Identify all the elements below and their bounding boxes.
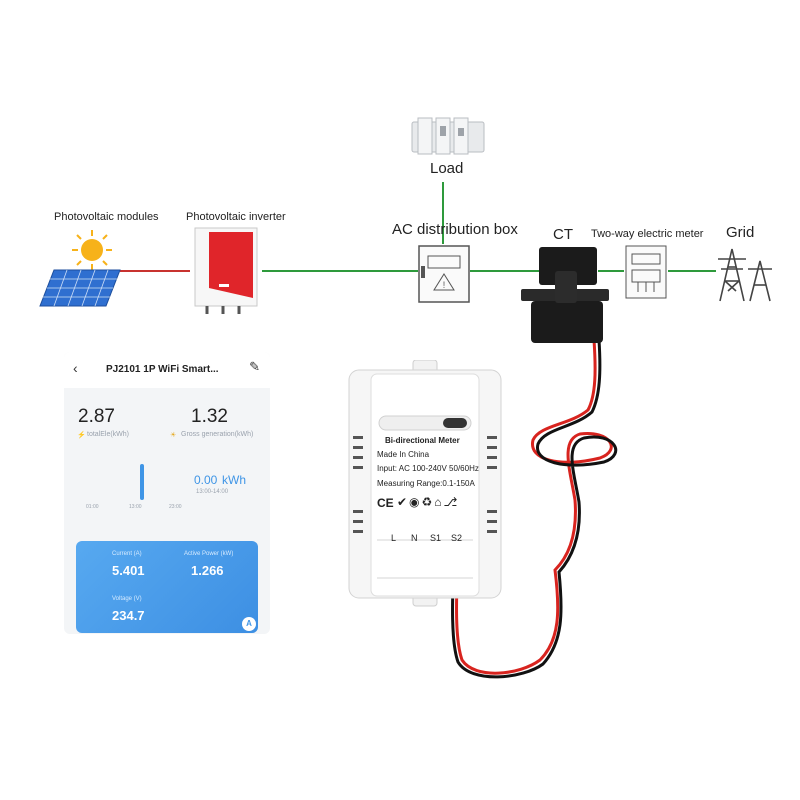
terminal-l: L xyxy=(391,533,397,543)
bi-directional-meter-device: Bi-directional Meter Made In China Input… xyxy=(347,360,503,608)
voltage-label: Voltage (V) xyxy=(112,596,142,602)
current-power-unit: kWh xyxy=(222,473,246,487)
voltage-value: 234.7 xyxy=(112,608,145,623)
ac-distribution-box-icon: ! xyxy=(418,245,470,303)
edit-icon[interactable]: ✎ xyxy=(249,359,260,374)
sun-icon xyxy=(72,230,112,270)
fab-button[interactable]: A xyxy=(242,617,256,631)
pv-inverter-label: Photovoltaic inverter xyxy=(186,211,286,223)
terminal-s2: S2 xyxy=(451,533,463,543)
current-label: Current (A) xyxy=(112,551,142,557)
axis-tick-3: 23:00 xyxy=(169,504,182,510)
axis-tick-1: 01:00 xyxy=(86,504,99,510)
solar-panel-icon xyxy=(39,269,121,307)
svg-text:!: ! xyxy=(443,280,446,290)
ct-label: CT xyxy=(553,226,573,243)
load-breaker-icon xyxy=(411,117,485,155)
total-ele-label: totalEle(kWh) xyxy=(87,431,130,438)
load-label: Load xyxy=(430,160,464,177)
terminal-s1: S1 xyxy=(430,533,442,543)
power-tower-icon xyxy=(718,248,772,302)
meter-input: Input: AC 100-240V 50/60Hz xyxy=(377,464,479,473)
ct-cable-black xyxy=(451,339,618,679)
two-way-meter-label: Two-way electric meter xyxy=(591,228,704,240)
axis-tick-2: 13:00 xyxy=(129,504,142,510)
sun-small-icon: ☀ xyxy=(170,432,177,439)
total-ele-value: 2.87 xyxy=(78,406,115,427)
current-value: 5.401 xyxy=(112,563,145,578)
ct-cable-red xyxy=(455,339,613,675)
ct-clamp-icon xyxy=(521,247,609,343)
active-power-label: Active Power (kW) xyxy=(184,551,234,557)
active-power-value: 1.266 xyxy=(191,563,224,578)
inverter-icon xyxy=(194,227,258,314)
terminal-n: N xyxy=(411,533,418,543)
pv-modules-label: Photovoltaic modules xyxy=(54,211,159,223)
ce-mark: CE xyxy=(377,496,394,510)
two-way-meter-icon xyxy=(625,245,667,299)
readings-card: Current (A) 5.401 Active Power (kW) 1.26… xyxy=(76,541,258,633)
usage-bar xyxy=(140,464,144,500)
grid-label: Grid xyxy=(726,224,755,241)
bolt-icon: ⚡ xyxy=(77,432,86,439)
meter-made-in: Made In China xyxy=(377,450,430,459)
certification-icons: ✔◉♻⌂⎇ xyxy=(397,495,460,509)
gross-gen-value: 1.32 xyxy=(191,406,228,427)
app-header: ‹ PJ2101 1P WiFi Smart... ✎ xyxy=(64,352,270,388)
device-body xyxy=(348,360,502,607)
app-title: PJ2101 1P WiFi Smart... xyxy=(106,364,219,375)
back-icon[interactable]: ‹ xyxy=(73,360,78,376)
current-power-value: 0.00 xyxy=(194,473,218,487)
meter-range: Measuring Range:0.1-150A xyxy=(377,479,475,488)
meter-title: Bi-directional Meter xyxy=(385,436,460,445)
phone-app-screen: ‹ PJ2101 1P WiFi Smart... ✎ 2.87 ⚡ total… xyxy=(64,352,270,634)
time-range: 13:00-14:00 xyxy=(196,489,229,495)
fab-label: A xyxy=(246,619,252,628)
gross-gen-label: Gross generation(kWh) xyxy=(181,431,254,438)
ac-box-label: AC distribution box xyxy=(392,221,518,238)
